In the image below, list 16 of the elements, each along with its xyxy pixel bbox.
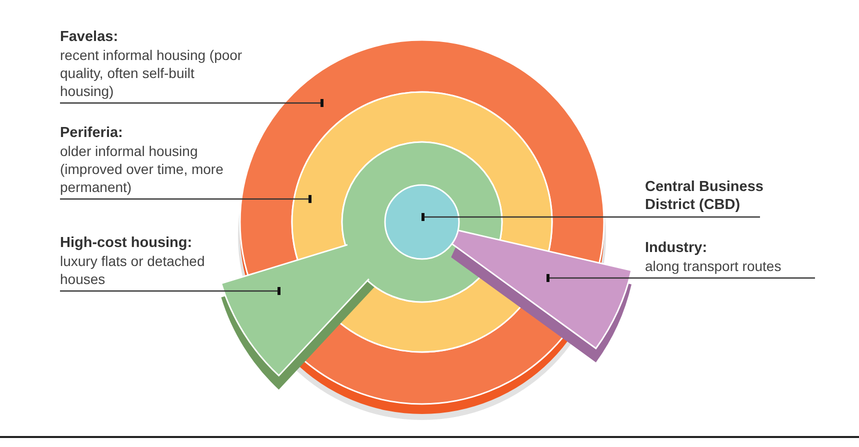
zone-heading: High-cost housing: xyxy=(60,234,194,252)
leader-line xyxy=(60,99,324,107)
leader-line xyxy=(546,274,815,282)
zone-description: along transport routes xyxy=(645,257,782,275)
leader-line xyxy=(60,195,312,203)
zone-heading: Industry: xyxy=(645,239,708,257)
zone-heading: Periferia: xyxy=(60,124,124,142)
zone-description: older informal housing (improved over time, more permanent) xyxy=(60,142,224,196)
zone-heading: Central Business District (CBD) xyxy=(645,178,764,214)
cbd-circle xyxy=(384,184,460,260)
zone-description: recent informal housing (poor quality, often self-built housing) xyxy=(60,46,244,100)
leader-line xyxy=(422,213,760,221)
zone-description: luxury flats or detached houses xyxy=(60,252,206,288)
leader-line xyxy=(60,287,280,295)
industry-wedge xyxy=(450,229,632,362)
zone-heading: Favelas: xyxy=(60,28,120,46)
